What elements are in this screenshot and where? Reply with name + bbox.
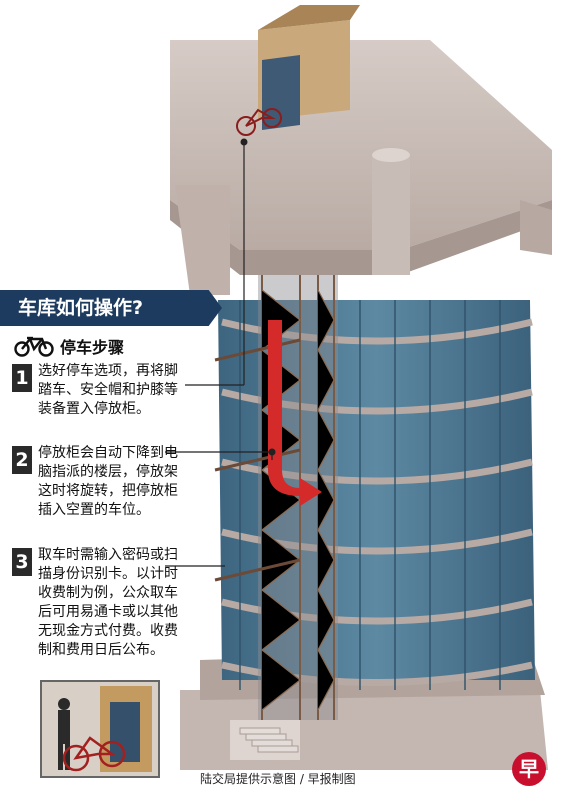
callout-dot-2 [268, 448, 276, 456]
upper-platform [170, 40, 552, 295]
bicycle-icon [14, 336, 54, 357]
zaobao-logo: 早 [512, 752, 546, 786]
step-number: 3 [12, 548, 32, 576]
steps-header: 停车步骤 [14, 332, 124, 360]
pillar [372, 148, 410, 275]
callout-lines [165, 142, 273, 567]
page-title: 车库如何操作? [18, 297, 144, 319]
person-with-bicycle-image [42, 682, 158, 776]
callout-dot-1 [240, 138, 248, 146]
step-number: 2 [12, 446, 32, 474]
entrance-kiosk [236, 5, 360, 136]
image-credit: 陆交局提供示意图 / 早报制图 [200, 772, 356, 786]
step-text: 选好停车选项，再将脚踏车、安全帽和护膝等装备置入停放柜。 [38, 363, 178, 417]
step-text: 取车时需输入密码或扫描身份识别卡。以计时收费制为例，公众取车后可用易通卡或以其他… [38, 547, 178, 658]
step-text: 停放柜会自动下降到电脑指派的楼层，停放架这时将旋转，把停放柜插入空置的车位。 [38, 445, 178, 518]
inset-photo [40, 680, 160, 778]
title-banner: 车库如何操作? [0, 290, 222, 326]
step-number: 1 [12, 364, 32, 392]
motion-arrow [268, 320, 322, 506]
steps-label: 停车步骤 [60, 338, 125, 357]
